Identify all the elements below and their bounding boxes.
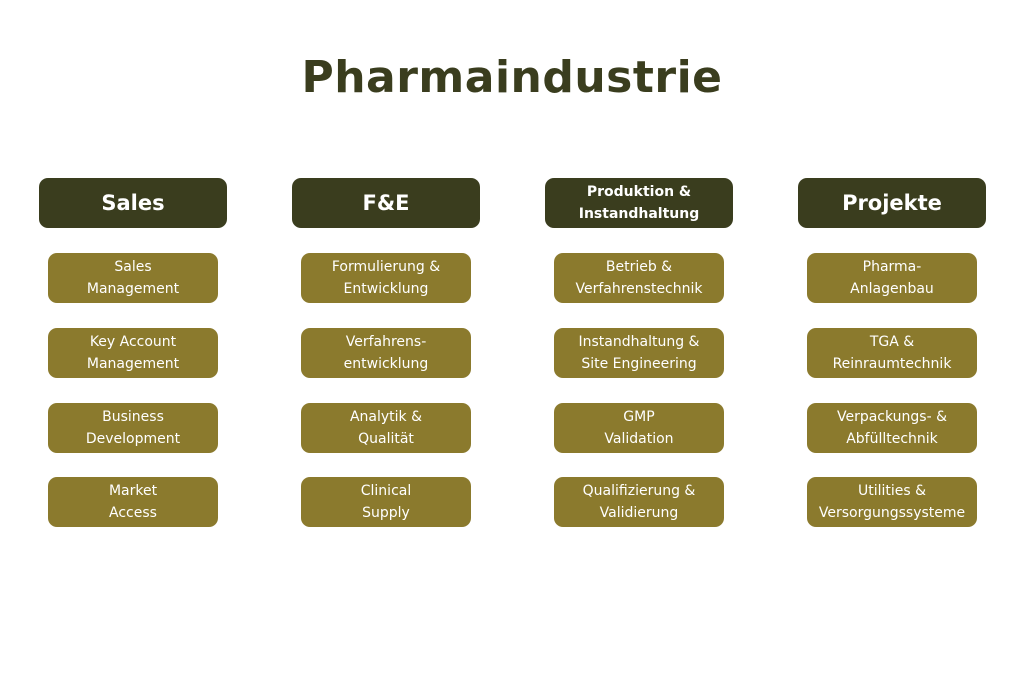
role-box: Key Account Management	[48, 328, 218, 378]
role-box: Verfahrens- entwicklung	[301, 328, 471, 378]
role-box: Business Development	[48, 403, 218, 453]
role-box: Utilities & Versorgungssysteme	[807, 477, 977, 527]
role-box: Formulierung & Entwicklung	[301, 253, 471, 303]
column-header: Sales	[39, 178, 227, 228]
role-box: Instandhaltung & Site Engineering	[554, 328, 724, 378]
role-box: Betrieb & Verfahrenstechnik	[554, 253, 724, 303]
role-box: Verpackungs- & Abfülltechnik	[807, 403, 977, 453]
column-header: Produktion & Instandhaltung	[545, 178, 733, 228]
role-box: Analytik & Qualität	[301, 403, 471, 453]
role-box: Clinical Supply	[301, 477, 471, 527]
role-box: Sales Management	[48, 253, 218, 303]
role-box: Qualifizierung & Validierung	[554, 477, 724, 527]
role-box: GMP Validation	[554, 403, 724, 453]
column-header: Projekte	[798, 178, 986, 228]
column-header: F&E	[292, 178, 480, 228]
page-title: Pharmaindustrie	[301, 52, 723, 103]
role-box: TGA & Reinraumtechnik	[807, 328, 977, 378]
role-box: Pharma- Anlagenbau	[807, 253, 977, 303]
role-box: Market Access	[48, 477, 218, 527]
